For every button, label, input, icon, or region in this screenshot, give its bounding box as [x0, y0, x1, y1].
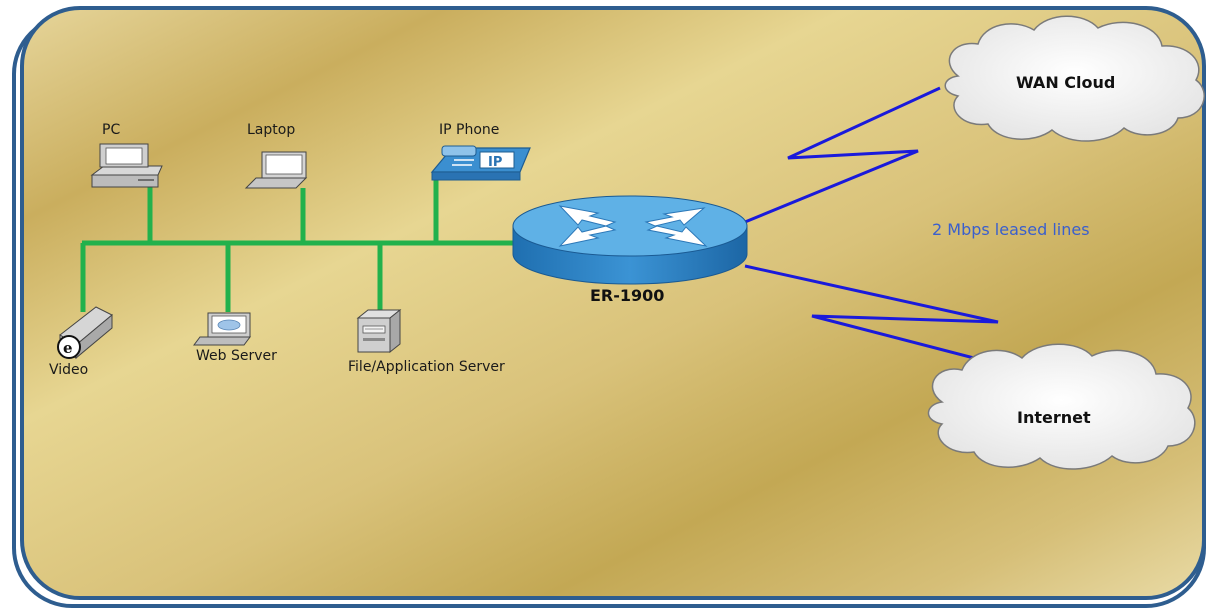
- laptop-icon[interactable]: [244, 151, 308, 189]
- internet-link: [744, 264, 1029, 374]
- internet-cloud-icon[interactable]: [927, 343, 1196, 470]
- lan-bus: [80, 180, 515, 312]
- pc-label: PC: [102, 122, 120, 138]
- video-camera-icon[interactable]: e: [57, 306, 113, 360]
- internet-cloud-label: Internet: [1017, 408, 1091, 427]
- ip-phone-icon[interactable]: IP: [430, 145, 531, 181]
- desktop-pc-icon[interactable]: [90, 143, 163, 188]
- file-server-label: File/Application Server: [348, 359, 505, 375]
- wan-links: [744, 86, 1029, 374]
- web-server-label: Web Server: [196, 348, 277, 364]
- router-label: ER-1900: [590, 286, 664, 305]
- wan-cloud-link: [744, 86, 941, 224]
- laptop-label: Laptop: [247, 122, 295, 138]
- file-server-icon[interactable]: [356, 308, 402, 354]
- svg-text:IP: IP: [488, 155, 502, 170]
- router-icon[interactable]: [512, 195, 748, 285]
- leased-lines-annotation: 2 Mbps leased lines: [932, 220, 1090, 239]
- wan-cloud-label: WAN Cloud: [1016, 73, 1115, 92]
- ip-phone-label: IP Phone: [439, 122, 499, 138]
- web-server-icon[interactable]: [193, 312, 251, 346]
- wan-cloud-icon[interactable]: [944, 15, 1205, 142]
- svg-text:e: e: [63, 339, 73, 357]
- video-label: Video: [49, 362, 88, 378]
